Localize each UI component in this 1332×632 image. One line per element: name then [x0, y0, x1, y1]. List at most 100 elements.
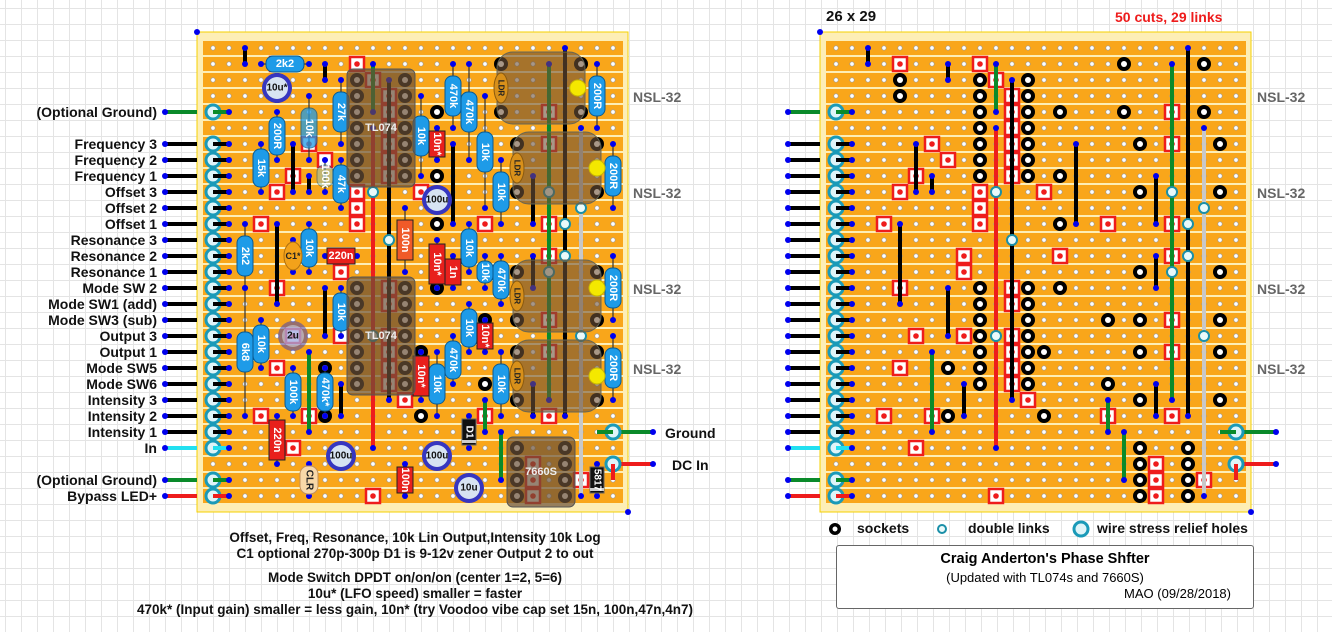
- hole: [242, 141, 248, 147]
- hole: [1105, 109, 1111, 115]
- hole: [210, 461, 216, 467]
- hole: [881, 253, 887, 259]
- copper-strip: [826, 265, 1246, 279]
- hole: [881, 333, 887, 339]
- hole: [322, 493, 328, 499]
- wire-end: [849, 333, 855, 339]
- hole: [1057, 301, 1063, 307]
- hole: [945, 253, 951, 259]
- lead-end: [450, 125, 456, 131]
- led-resistor: [299, 465, 319, 495]
- socket-hole: [1185, 477, 1191, 483]
- lead-end: [450, 381, 456, 387]
- link-end: [913, 189, 919, 195]
- hole: [1217, 157, 1223, 163]
- hole: [514, 429, 520, 435]
- lead-end: [322, 189, 328, 195]
- hole: [1217, 109, 1223, 115]
- hole: [881, 269, 887, 275]
- hole: [945, 45, 951, 51]
- hole: [1041, 429, 1047, 435]
- resistor: [604, 347, 622, 389]
- hole: [881, 109, 887, 115]
- hole: [242, 461, 248, 467]
- lead-end: [290, 237, 296, 243]
- capacitor-label: 1n: [447, 266, 459, 279]
- hole: [530, 333, 536, 339]
- hole: [594, 413, 600, 419]
- hole: [881, 141, 887, 147]
- hole: [945, 397, 951, 403]
- hole: [865, 429, 871, 435]
- copper-strip: [203, 201, 623, 215]
- hole: [1089, 477, 1095, 483]
- hole: [929, 93, 935, 99]
- double-link: [1006, 234, 1018, 246]
- hole: [1217, 365, 1223, 371]
- hole: [1121, 317, 1127, 323]
- hole: [482, 477, 488, 483]
- hole: [1233, 157, 1239, 163]
- hole: [929, 253, 935, 259]
- hole: [961, 205, 967, 211]
- resistor-label: 200R: [607, 355, 619, 381]
- socket-hole: [977, 317, 983, 323]
- hole: [210, 61, 216, 67]
- wire-label: Frequency 3: [74, 136, 157, 152]
- wire-end: [226, 173, 232, 179]
- hole: [1121, 301, 1127, 307]
- hole: [322, 349, 328, 355]
- hole: [929, 317, 935, 323]
- lead-end: [450, 285, 456, 291]
- hole: [945, 429, 951, 435]
- hole: [945, 221, 951, 227]
- lead-end: [466, 269, 472, 275]
- socket-hole: [482, 381, 488, 387]
- hole: [865, 413, 871, 419]
- wire-end: [849, 429, 855, 435]
- hole: [1105, 285, 1111, 291]
- wire-label: (Optional Ground): [36, 104, 157, 120]
- layout-board: 2k2200R15k10k100k27k47k10k470k470k10k10k…: [162, 29, 656, 515]
- hole: [929, 493, 935, 499]
- hole: [865, 141, 871, 147]
- lead-end: [434, 125, 440, 131]
- lead-end: [498, 157, 504, 163]
- socket-hole: [1217, 349, 1223, 355]
- hole: [1217, 125, 1223, 131]
- wire-end: [226, 317, 232, 323]
- lead-end: [338, 205, 344, 211]
- wire-label: Output 3: [99, 328, 157, 344]
- hole: [290, 45, 296, 51]
- lead-end: [482, 253, 488, 259]
- lead-end: [466, 445, 472, 451]
- hole: [498, 237, 504, 243]
- hole: [1073, 429, 1079, 435]
- hole: [338, 493, 344, 499]
- title-box: Craig Anderton's Phase Shfter (Updated w…: [836, 545, 1254, 609]
- socket-hole: [977, 365, 983, 371]
- hole: [993, 461, 999, 467]
- hole: [290, 429, 296, 435]
- hole: [1153, 45, 1159, 51]
- hole: [418, 205, 424, 211]
- copper-strip: [826, 153, 1246, 167]
- link-end: [370, 445, 376, 451]
- wire-end: [226, 381, 232, 387]
- hole: [434, 77, 440, 83]
- wire-end: [849, 237, 855, 243]
- socket-hole: [1025, 285, 1031, 291]
- hole: [1057, 429, 1063, 435]
- track-cut-dot: [274, 189, 280, 195]
- diode: [461, 418, 477, 446]
- hole: [610, 237, 616, 243]
- track-cut-dot: [546, 413, 552, 419]
- hole: [1057, 77, 1063, 83]
- lead-end: [306, 93, 312, 99]
- hole: [258, 397, 264, 403]
- lead-end: [338, 285, 344, 291]
- hole: [977, 429, 983, 435]
- lead-end: [402, 461, 408, 467]
- link-end: [929, 189, 935, 195]
